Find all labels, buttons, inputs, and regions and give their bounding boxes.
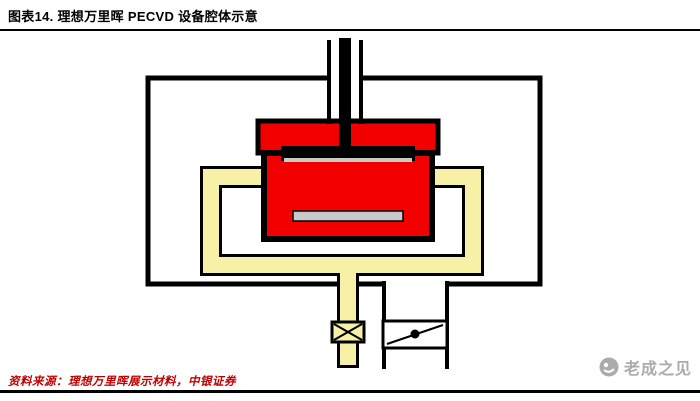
bottom-divider — [0, 390, 700, 393]
figure-title: 图表14. 理想万里晖 PECVD 设备腔体示意 — [8, 9, 258, 24]
channel-left-vertical — [203, 169, 219, 273]
shaft-tube-right-wall — [359, 40, 363, 124]
watermark-text: 老成之见 — [623, 361, 692, 378]
top-divider — [0, 29, 700, 31]
channel-left-arm — [203, 169, 271, 185]
electrode-body — [261, 150, 435, 242]
gas-channel-loop — [203, 169, 481, 365]
heater-assembly — [255, 118, 441, 242]
watermark-logo-icon — [598, 356, 620, 378]
pump-valve-pivot — [410, 329, 420, 339]
channel-exhaust-pipe — [340, 257, 356, 365]
channel-right-vertical — [465, 169, 481, 273]
pump-butterfly-valve — [381, 319, 449, 350]
showerhead-gray-strip — [284, 158, 412, 162]
exhaust-valve — [330, 320, 366, 344]
pump-duct — [381, 281, 449, 369]
watermark: 老成之见 — [598, 355, 692, 379]
shaft-rod — [339, 38, 351, 154]
substrate-plate — [292, 210, 404, 222]
channel-right-arm — [425, 169, 481, 185]
exhaust-valve-diagonal-2 — [333, 323, 363, 341]
shaft-tube-left-wall — [327, 40, 331, 124]
source-note: 资料来源：理想万里晖展示材料，中银证券 — [8, 376, 236, 388]
chamber-bottom-pump-opening — [386, 276, 445, 289]
shaft-assembly — [327, 38, 363, 154]
